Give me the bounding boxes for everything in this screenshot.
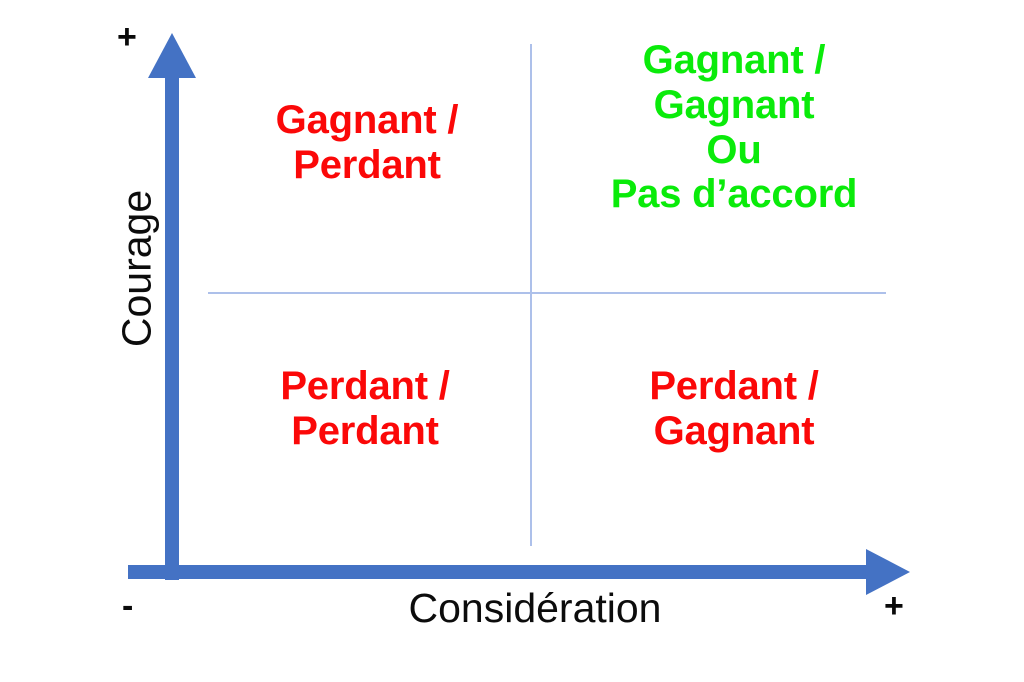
horizontal-gridline [208, 292, 886, 294]
quadrant-top-right-label: Gagnant / Gagnant Ou Pas d’accord [610, 38, 858, 217]
x-axis-negative-sign: - [122, 587, 134, 625]
y-axis-arrow [148, 33, 196, 580]
y-axis-title: Courage [113, 189, 160, 348]
x-axis-positive-sign: + [884, 587, 904, 625]
quadrant-bottom-left-label: Perdant / Perdant [280, 364, 450, 453]
quadrant-bottom-right-label: Perdant / Gagnant [649, 364, 819, 453]
x-axis-arrow [128, 549, 910, 595]
y-axis-positive-sign: + [117, 18, 137, 56]
quadrant-top-left-label: Gagnant / Perdant [275, 98, 459, 187]
vertical-gridline [530, 44, 532, 546]
x-axis-title: Considération [408, 585, 662, 631]
